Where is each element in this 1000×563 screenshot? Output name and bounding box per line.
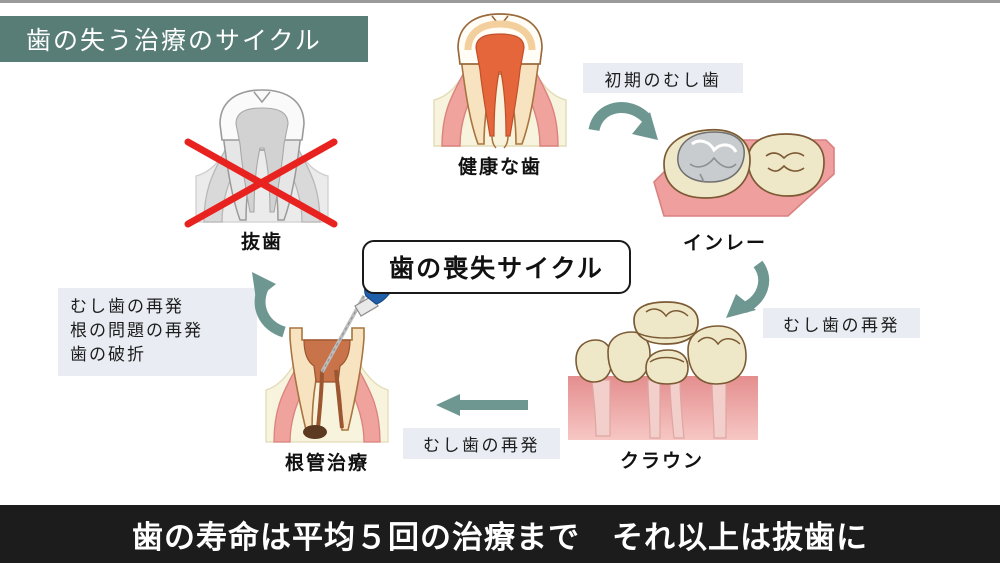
apical-lesion (303, 425, 327, 439)
failure-reason-1: むし歯の再発 (70, 297, 184, 316)
bottom-banner-text: 歯の寿命は平均５回の治療まで それ以上は抜歯に (132, 519, 868, 555)
root-canal-illustration (252, 262, 402, 444)
failure-reason-3: 歯の破折 (70, 345, 146, 365)
arrow-crown-to-root-canal (434, 392, 530, 420)
canal-left (316, 369, 324, 429)
chip-recurrence-bottom-label: むし歯の再発 (423, 436, 540, 455)
root-tip-left (491, 135, 497, 149)
root-3 (669, 379, 685, 439)
arrow-healthy-to-inlay (588, 96, 666, 158)
tooth-left-2 (607, 331, 651, 383)
caption-extraction: 抜歯 (240, 232, 283, 253)
root-1 (591, 379, 611, 437)
molar-right (747, 133, 825, 197)
caption-root-canal: 根管治療 (284, 453, 369, 474)
cycle-center-label: 歯の喪失サイクル (362, 240, 631, 294)
cusp-groove-gray (253, 91, 271, 104)
tooth-right-fissure (697, 336, 741, 346)
dentin-highlight (464, 20, 536, 51)
failure-reason-2: 根の問題の再発 (70, 321, 203, 341)
extraction-illustration (178, 82, 346, 228)
tooth-left-1 (575, 339, 613, 383)
crown-cap-edge (635, 331, 697, 339)
molar-right-fissure (765, 152, 805, 160)
cycle-center-text: 歯の喪失サイクル (389, 255, 604, 283)
chip-failure-reasons: むし歯の再発 根の問題の再発 歯の破折 (58, 288, 257, 377)
root-4 (711, 379, 727, 439)
root-tip-right (503, 135, 509, 149)
root-2 (647, 379, 661, 439)
crown-illustration (562, 301, 762, 442)
abutment (645, 349, 689, 385)
pulp-shape (475, 33, 525, 137)
gum-gradient (568, 376, 758, 440)
abutment-line (649, 356, 685, 363)
chip-recurrence-right-label: むし歯の再発 (783, 315, 900, 335)
bottom-banner: 歯の寿命は平均５回の治療まで それ以上は抜歯に (0, 505, 1000, 563)
tooth-right-1 (687, 325, 747, 385)
x-mark-stroke-2 (184, 138, 338, 228)
molar-right-fissure-2 (767, 164, 805, 172)
caption-crown: クラウン (619, 451, 704, 472)
arrow-inlay-to-crown (714, 258, 784, 328)
inlay-groove (689, 156, 737, 169)
page-title: 歯の失う治療のサイクル (26, 27, 322, 55)
caption-inlay: インレー (682, 233, 767, 254)
arrow-root-canal-to-extraction (238, 268, 306, 342)
canal-right (334, 369, 344, 429)
inlay-metal (677, 131, 745, 183)
crown-cap-fissure (645, 308, 689, 318)
healthy-tooth-illustration (420, 4, 580, 149)
chip-recurrence-right: むし歯の再発 (763, 308, 920, 338)
inlay-groove-2 (699, 173, 705, 183)
caption-healthy-tooth: 健康な歯 (457, 157, 542, 178)
chip-early-caries: 初期のむし歯 (583, 63, 743, 93)
chip-early-caries-label: 初期のむし歯 (604, 70, 722, 90)
top-divider (0, 0, 1000, 3)
inlay-illustration (638, 112, 838, 224)
chip-recurrence-bottom: むし歯の再発 (403, 428, 560, 459)
inlay-highlight (691, 139, 738, 153)
title-banner: 歯の失う治療のサイクル (0, 16, 368, 62)
